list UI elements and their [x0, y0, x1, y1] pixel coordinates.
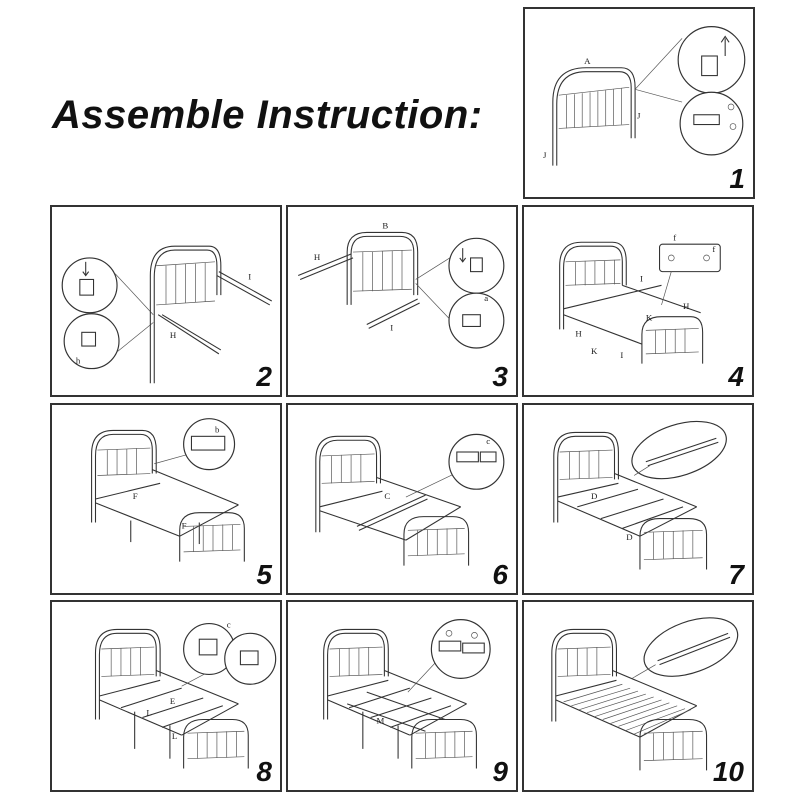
step-panel-1: A J J 1	[523, 7, 755, 199]
page-title: Assemble Instruction:	[52, 93, 483, 137]
label-F: F	[182, 520, 187, 530]
label-H: H	[170, 330, 177, 340]
label-C: C	[384, 491, 390, 501]
label-H: H	[683, 301, 690, 311]
label-f: f	[673, 232, 676, 242]
label-D: D	[591, 491, 597, 501]
label-I: I	[390, 322, 393, 332]
step-7-illustration: D D	[553, 420, 727, 570]
label-H: H	[575, 328, 582, 338]
label-c: c	[486, 436, 490, 446]
step-panel-9: M 9	[286, 600, 518, 792]
label-A: A	[584, 56, 591, 66]
step-9-illustration: M	[323, 619, 491, 769]
step-number-3: 3	[492, 361, 508, 392]
label-F: F	[133, 491, 138, 501]
label-M: M	[377, 715, 385, 725]
step-number-1: 1	[729, 163, 745, 194]
label-I: I	[640, 273, 643, 283]
step-number-6: 6	[492, 559, 508, 590]
step-8-illustration: E L L c	[94, 619, 277, 769]
step-panel-6: C c 6	[286, 403, 518, 595]
step-number-9: 9	[492, 756, 508, 787]
step-4-illustration: I K H K I H f f	[559, 232, 721, 364]
step-1-illustration: A J J	[543, 26, 746, 166]
step-number-4: 4	[728, 361, 744, 392]
label-L: L	[146, 708, 151, 718]
label-I: I	[248, 271, 251, 281]
label-J: J	[637, 111, 641, 121]
label-I: I	[620, 350, 623, 360]
label-h: h	[76, 356, 81, 366]
step-number-5: 5	[256, 559, 272, 590]
step-panel-7: D D 7	[522, 403, 754, 595]
label-b: b	[215, 424, 220, 434]
label-B: B	[382, 221, 388, 231]
step-number-7: 7	[728, 559, 744, 590]
label-L: L	[172, 731, 177, 741]
step-panel-2: h H I 2	[50, 205, 282, 397]
label-c: c	[227, 619, 231, 629]
step-panel-3: H B I a 3	[286, 205, 518, 397]
step-panel-4: I K H K I H f f 4	[522, 205, 754, 397]
step-panel-5: F F b 5	[50, 403, 282, 595]
label-f: f	[712, 244, 715, 254]
label-J: J	[543, 150, 547, 160]
step-2-illustration: h H I	[61, 245, 273, 384]
label-K: K	[591, 346, 598, 356]
step-5-illustration: F F b	[91, 418, 245, 562]
step-10-illustration	[551, 617, 739, 771]
step-number-10: 10	[712, 756, 744, 787]
step-number-2: 2	[256, 361, 272, 392]
step-panel-10: 10	[522, 600, 754, 792]
label-H: H	[314, 252, 321, 262]
step-3-illustration: H B I a	[298, 221, 505, 349]
step-6-illustration: C c	[315, 433, 505, 566]
label-a: a	[484, 293, 488, 303]
step-number-8: 8	[256, 756, 272, 787]
step-panel-8: E L L c 8	[50, 600, 282, 792]
label-E: E	[170, 696, 175, 706]
label-K: K	[646, 313, 653, 323]
label-D: D	[626, 532, 632, 542]
